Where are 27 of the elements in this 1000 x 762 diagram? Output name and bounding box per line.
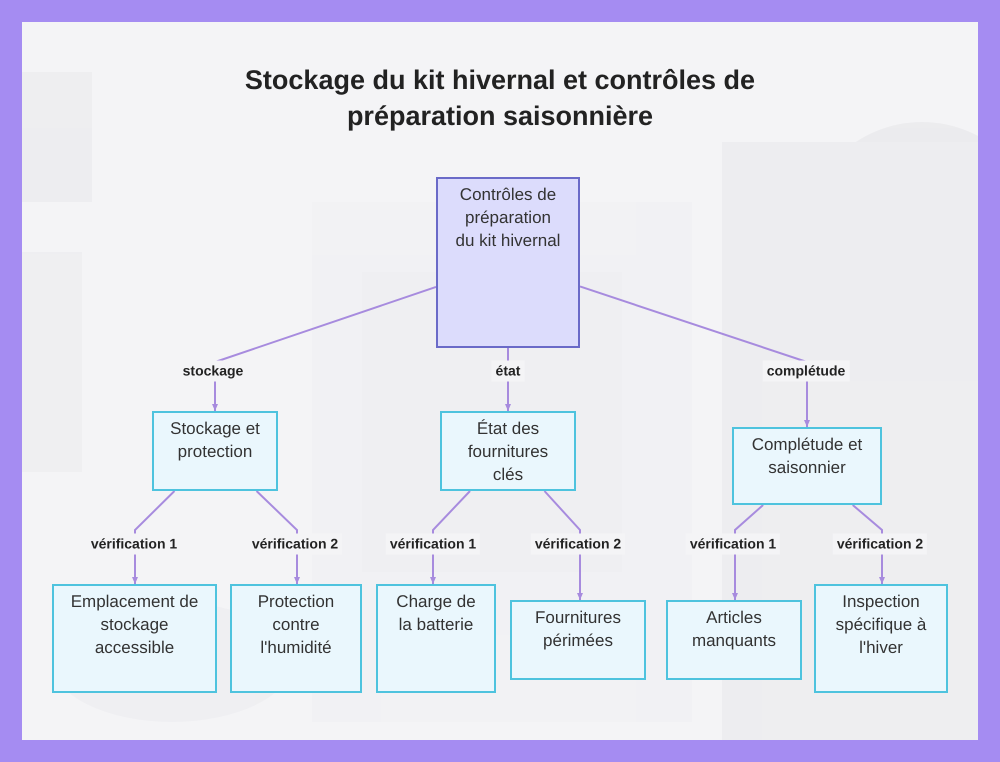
edge-label: état: [492, 360, 524, 382]
node-text: Protection contre l'humidité: [256, 591, 336, 659]
category-box: [666, 600, 802, 680]
category-box: [510, 600, 646, 680]
node-text: Fournitures périmées: [534, 607, 622, 652]
node-text: Articles manquants: [690, 607, 778, 652]
node-text: Charge de la batterie: [395, 591, 477, 636]
connector-line: [580, 286, 810, 427]
edge-label: complétude: [762, 360, 850, 382]
root-box: [436, 177, 580, 348]
edge-label: vérification 2: [832, 534, 928, 554]
edge-label: vérification 1: [386, 534, 480, 554]
category-box: [376, 584, 496, 693]
category-box: [152, 411, 278, 491]
node-text: Complétude et saisonnier: [750, 434, 864, 479]
category-box: [440, 411, 576, 491]
category-box: [230, 584, 362, 693]
category-box: [52, 584, 217, 693]
node-text: Emplacement de stockage accessible: [70, 591, 199, 659]
category-box: [732, 427, 882, 505]
category-box: [814, 584, 948, 693]
node-text: Stockage et protection: [170, 418, 260, 463]
connector-line: [212, 286, 436, 411]
node-text: Inspection spécifique à l'hiver: [834, 591, 928, 659]
node-text: État des fournitures clés: [466, 418, 550, 486]
node-text: Contrôles de préparation du kit hivernal: [454, 184, 562, 252]
title: Stockage du kit hivernal et contrôles de préparation saisonnière: [244, 64, 756, 133]
